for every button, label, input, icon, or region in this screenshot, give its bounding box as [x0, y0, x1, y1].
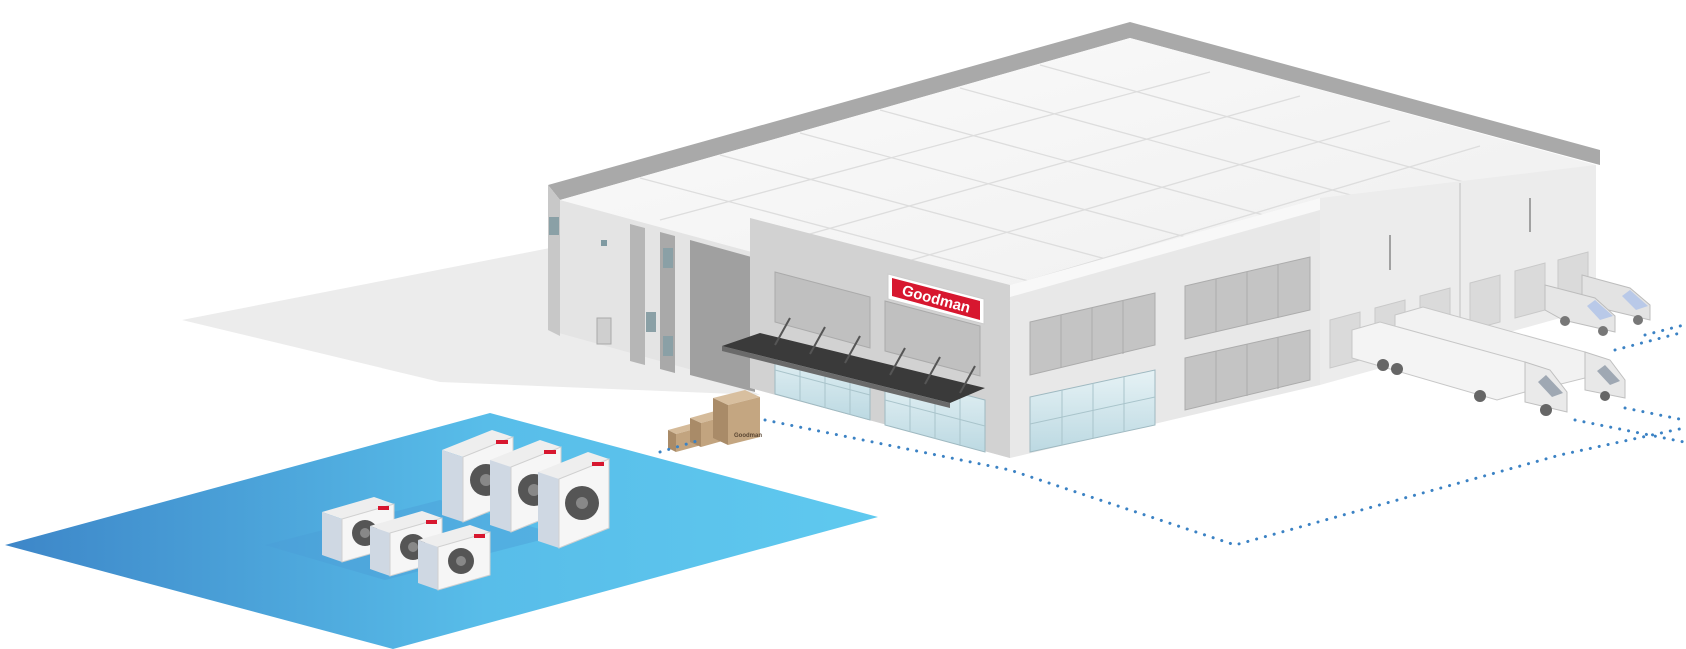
hvac-unit [538, 452, 610, 549]
warehouse-building [548, 22, 1600, 458]
semi-trucks [1351, 306, 1626, 416]
entry-canopy [722, 317, 985, 408]
delivery-vans [1544, 274, 1651, 336]
hvac-units [322, 430, 610, 591]
building-shadow [182, 248, 760, 395]
package-label: Goodman [734, 433, 762, 439]
logistics-route-lines [658, 323, 1686, 547]
route-line-trucks [1573, 418, 1686, 444]
shipping-boxes: Goodman [668, 390, 762, 452]
semi-truck [1351, 321, 1568, 416]
delivery-van [1544, 284, 1616, 336]
route-line-trucks-2 [1623, 406, 1686, 422]
hvac-unit [418, 525, 491, 591]
route-line-building-to-hub [763, 418, 1686, 547]
route-line-vans [1613, 330, 1686, 352]
